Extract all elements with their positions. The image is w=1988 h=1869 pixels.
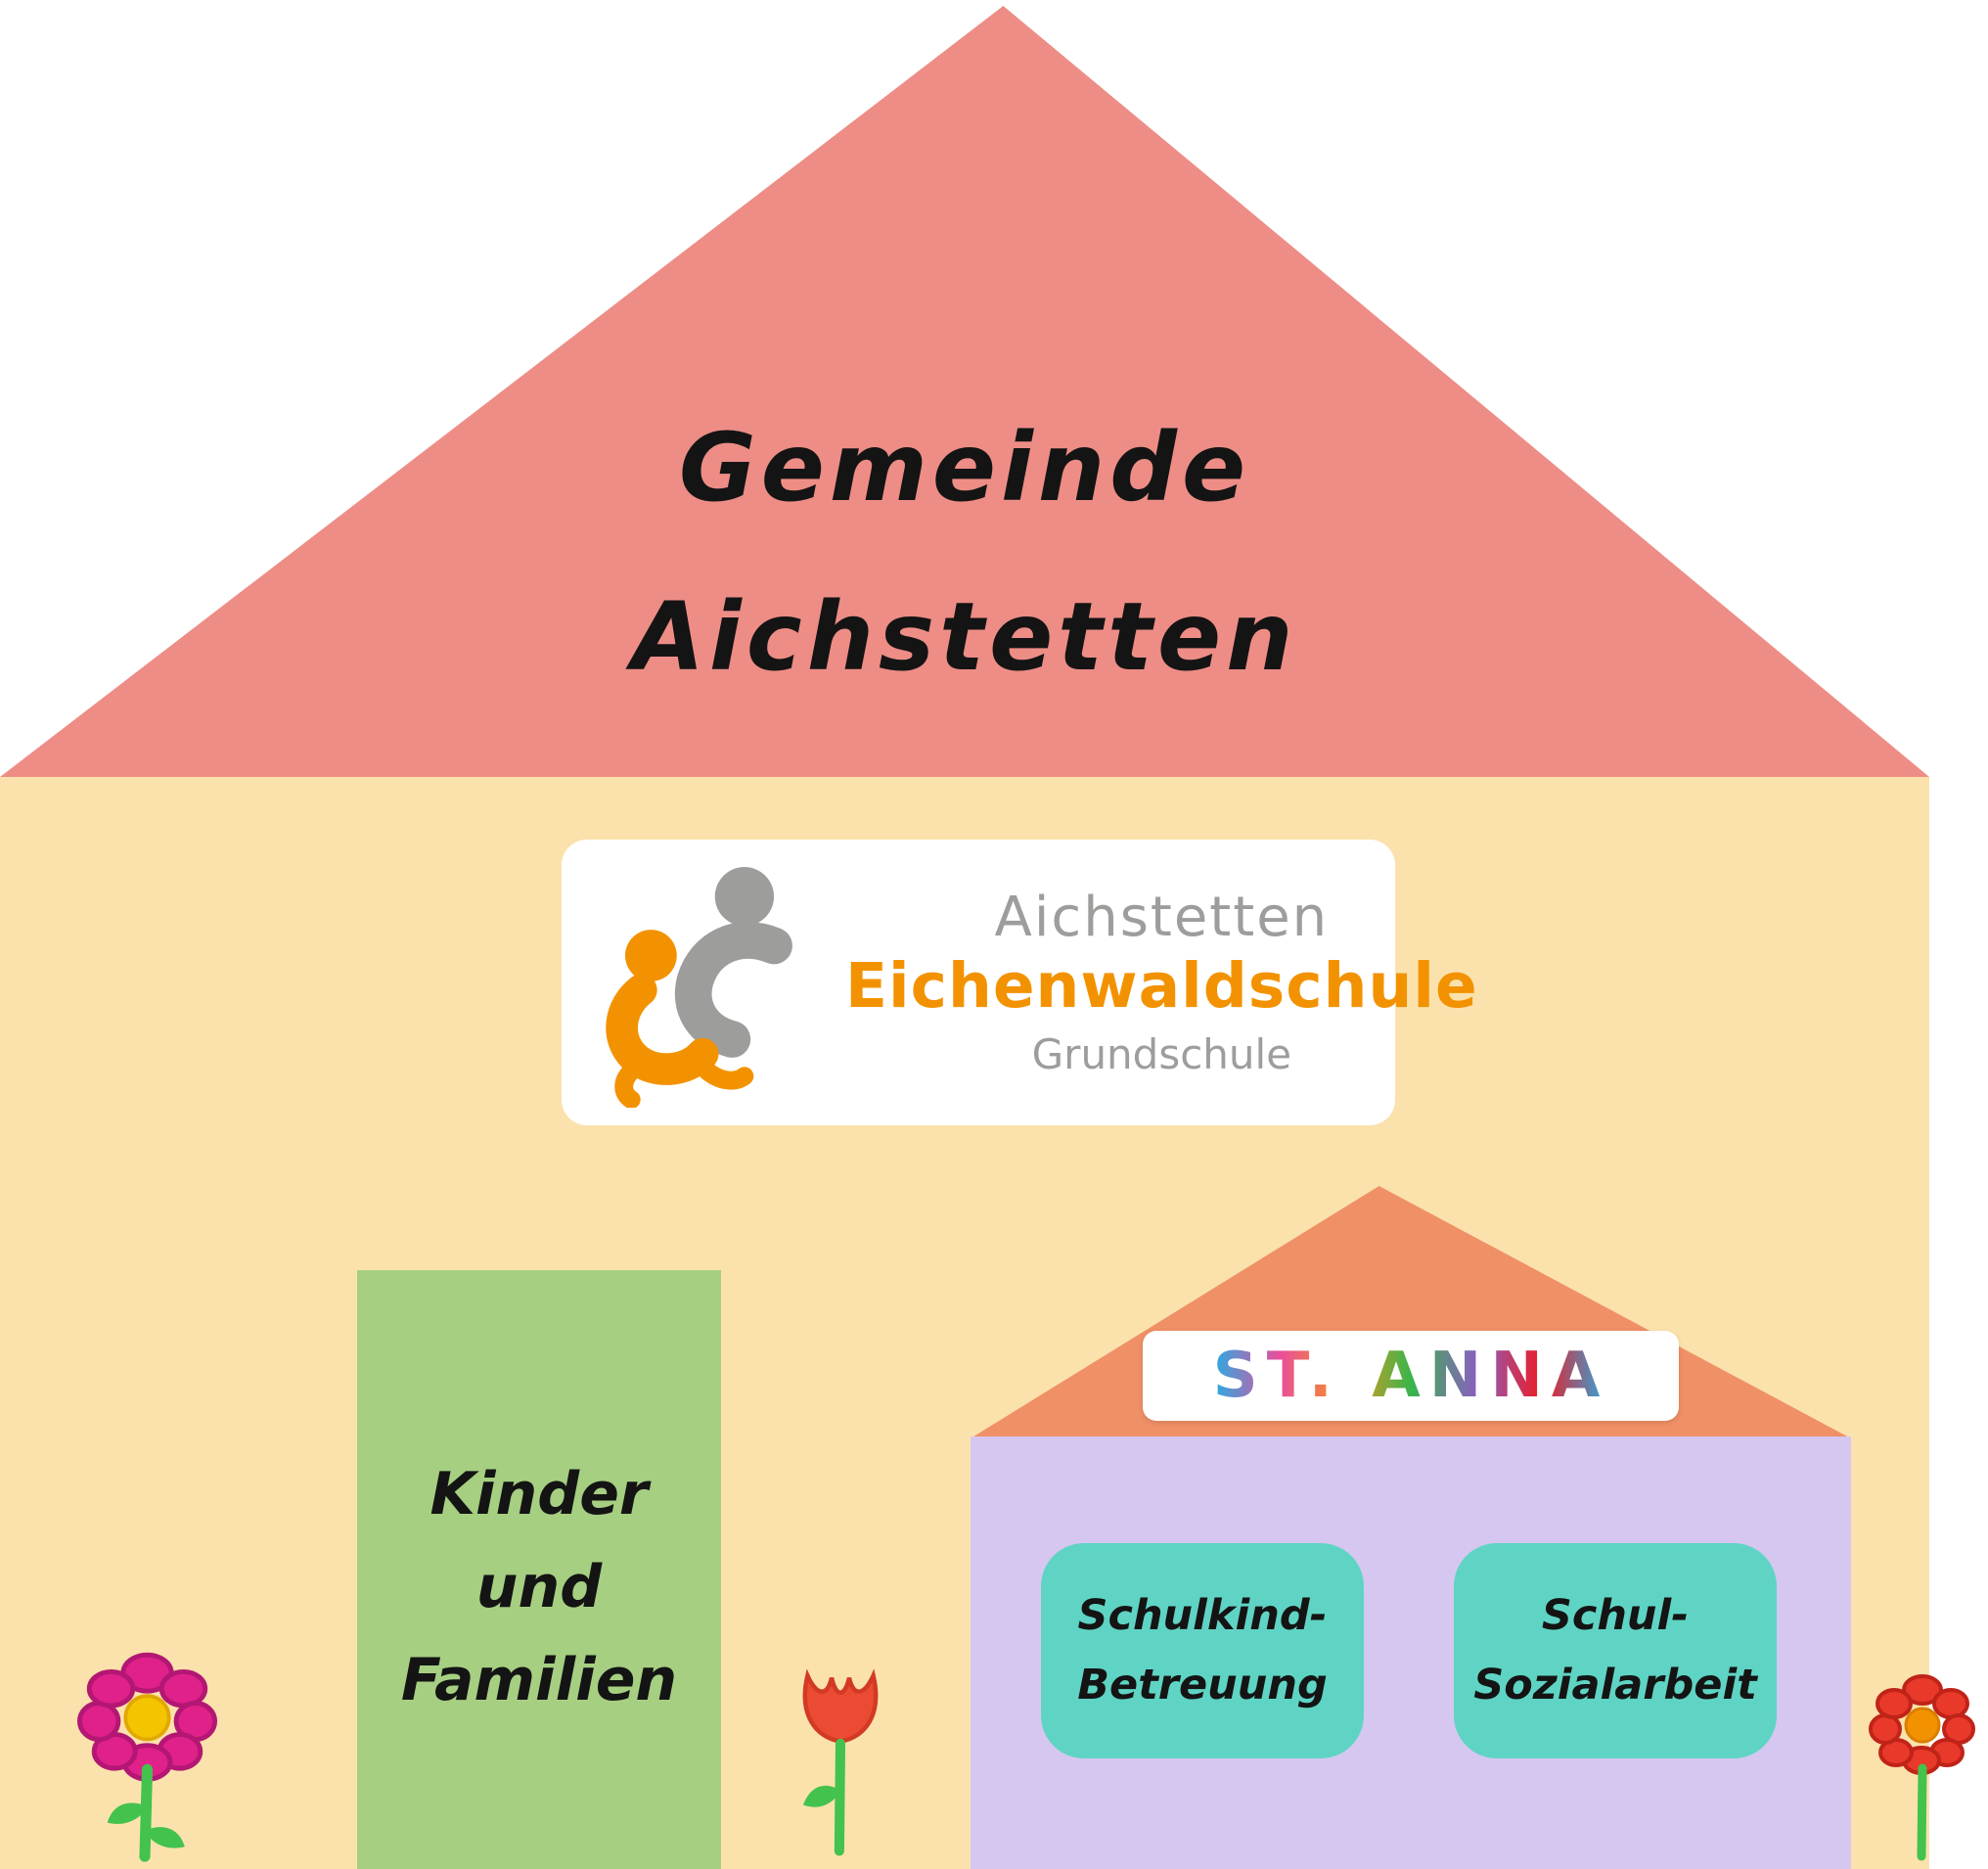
door-kinder-und-familien: Kinder und Familien <box>357 1270 721 1869</box>
roof-title-line1: Gemeinde <box>678 413 1251 523</box>
red-tulip-icon <box>786 1642 895 1867</box>
school-logo-name: Eichenwaldschule <box>845 950 1478 1023</box>
school-logo-text: Aichstetten Eichenwaldschule Grundschule <box>845 886 1478 1079</box>
box-schulkindbetreuung: Schulkind- Betreuung <box>1041 1543 1364 1758</box>
box-schulsozialarbeit-line1: Schul- <box>1541 1591 1690 1641</box>
school-logo-type: Grundschule <box>1031 1030 1292 1079</box>
roof-title: Gemeinde Aichstetten <box>0 384 1929 722</box>
roof-title-line2: Aichstetten <box>631 581 1298 692</box>
box-schulkindbetreuung-line1: Schulkind- <box>1077 1591 1328 1641</box>
box-schulkindbetreuung-label: Schulkind- Betreuung <box>1077 1581 1327 1720</box>
st-anna-logo-plate: ST. ANNA <box>1143 1331 1679 1421</box>
box-schulsozialarbeit: Schul- Sozialarbeit <box>1454 1543 1777 1758</box>
red-flower-icon <box>1859 1665 1986 1867</box>
door-label-line3: Familien <box>400 1645 678 1714</box>
door-label: Kinder und Familien <box>357 1448 721 1726</box>
box-schulsozialarbeit-label: Schul- Sozialarbeit <box>1473 1581 1757 1720</box>
box-schulsozialarbeit-line2: Sozialarbeit <box>1473 1661 1757 1709</box>
door-label-line1: Kinder <box>429 1460 649 1528</box>
school-logo-figures-icon <box>587 862 845 1110</box>
st-anna-logo-text: ST. ANNA <box>1212 1340 1609 1412</box>
box-schulkindbetreuung-line2: Betreuung <box>1077 1661 1328 1709</box>
school-logo-plate: Aichstetten Eichenwaldschule Grundschule <box>562 840 1477 1125</box>
door-label-line2: und <box>475 1552 603 1621</box>
pink-flower-icon <box>67 1649 228 1866</box>
school-logo-town: Aichstetten <box>994 886 1330 950</box>
